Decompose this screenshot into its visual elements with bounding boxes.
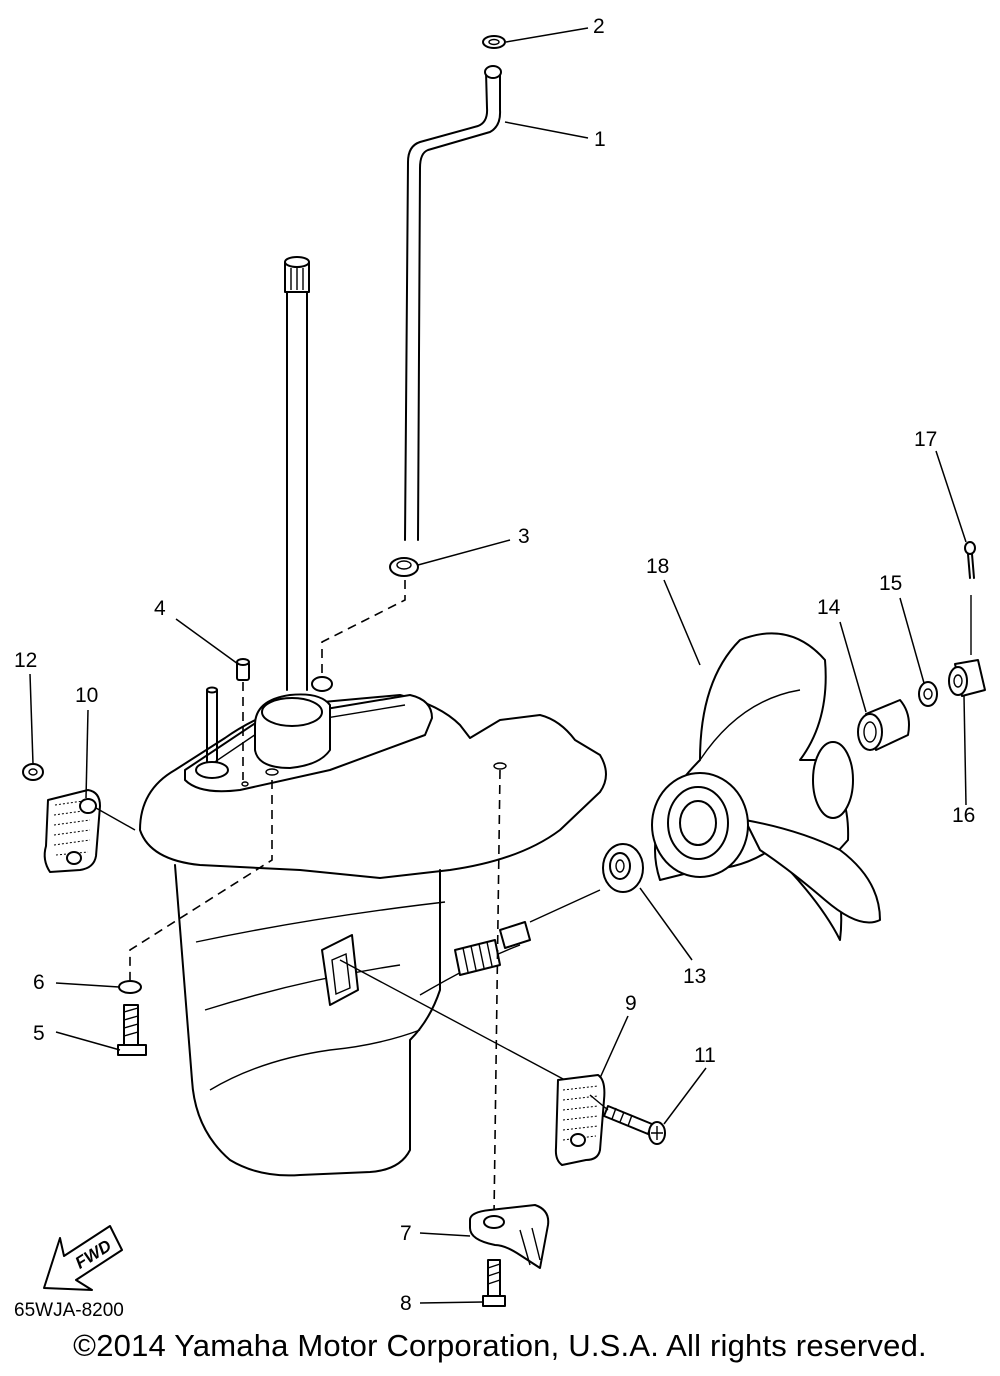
callout-11: 11 (694, 1044, 716, 1067)
callout-8: 8 (400, 1292, 412, 1315)
anode-plate-lower-part (554, 1074, 606, 1166)
callout-12: 12 (14, 649, 37, 672)
callout-1: 1 (594, 128, 606, 151)
callout-18: 18 (646, 555, 669, 578)
callout-10: 10 (75, 684, 98, 707)
copyright-notice: ©2014 Yamaha Motor Corporation, U.S.A. A… (73, 1328, 927, 1363)
callout-4: 4 (154, 597, 166, 620)
drive-shaft-part (284, 256, 310, 691)
propeller-part (651, 632, 881, 941)
callout-2: 2 (593, 15, 605, 38)
propeller-nut-part (948, 659, 986, 697)
grommet-part (482, 35, 506, 49)
callout-7: 7 (400, 1222, 412, 1245)
callout-14: 14 (817, 596, 841, 619)
screw-part (482, 1259, 506, 1307)
lower-casing-part (139, 676, 607, 1177)
water-inlet-cover-part (469, 1204, 550, 1269)
tube-seal-part (389, 557, 419, 577)
anode-nut-part (22, 763, 44, 781)
dowel-pin-part (236, 658, 250, 681)
callout-13: 13 (683, 965, 706, 988)
trim-tab-part (321, 934, 359, 1006)
callout-9: 9 (625, 992, 637, 1015)
callout-3: 3 (518, 525, 530, 548)
washer-part (118, 980, 142, 994)
callout-16: 16 (952, 804, 975, 827)
water-tube-part (404, 65, 502, 541)
forward-direction-arrow: FWD (43, 1225, 123, 1291)
callout-17: 17 (914, 428, 937, 451)
spacer-part (857, 699, 910, 751)
propeller-washer-part (918, 681, 938, 707)
callout-15: 15 (879, 572, 902, 595)
callout-5: 5 (33, 1022, 45, 1045)
propeller-shaft-part (454, 889, 601, 976)
cotter-pin-part (964, 541, 976, 655)
anode-screw-part (603, 1105, 666, 1145)
part-code-label: 65WJA-8200 (14, 1300, 124, 1321)
anode-plate-part (43, 789, 101, 873)
callout-6: 6 (33, 971, 45, 994)
thrust-washer-part (602, 843, 644, 893)
bolt-part (117, 1004, 147, 1056)
